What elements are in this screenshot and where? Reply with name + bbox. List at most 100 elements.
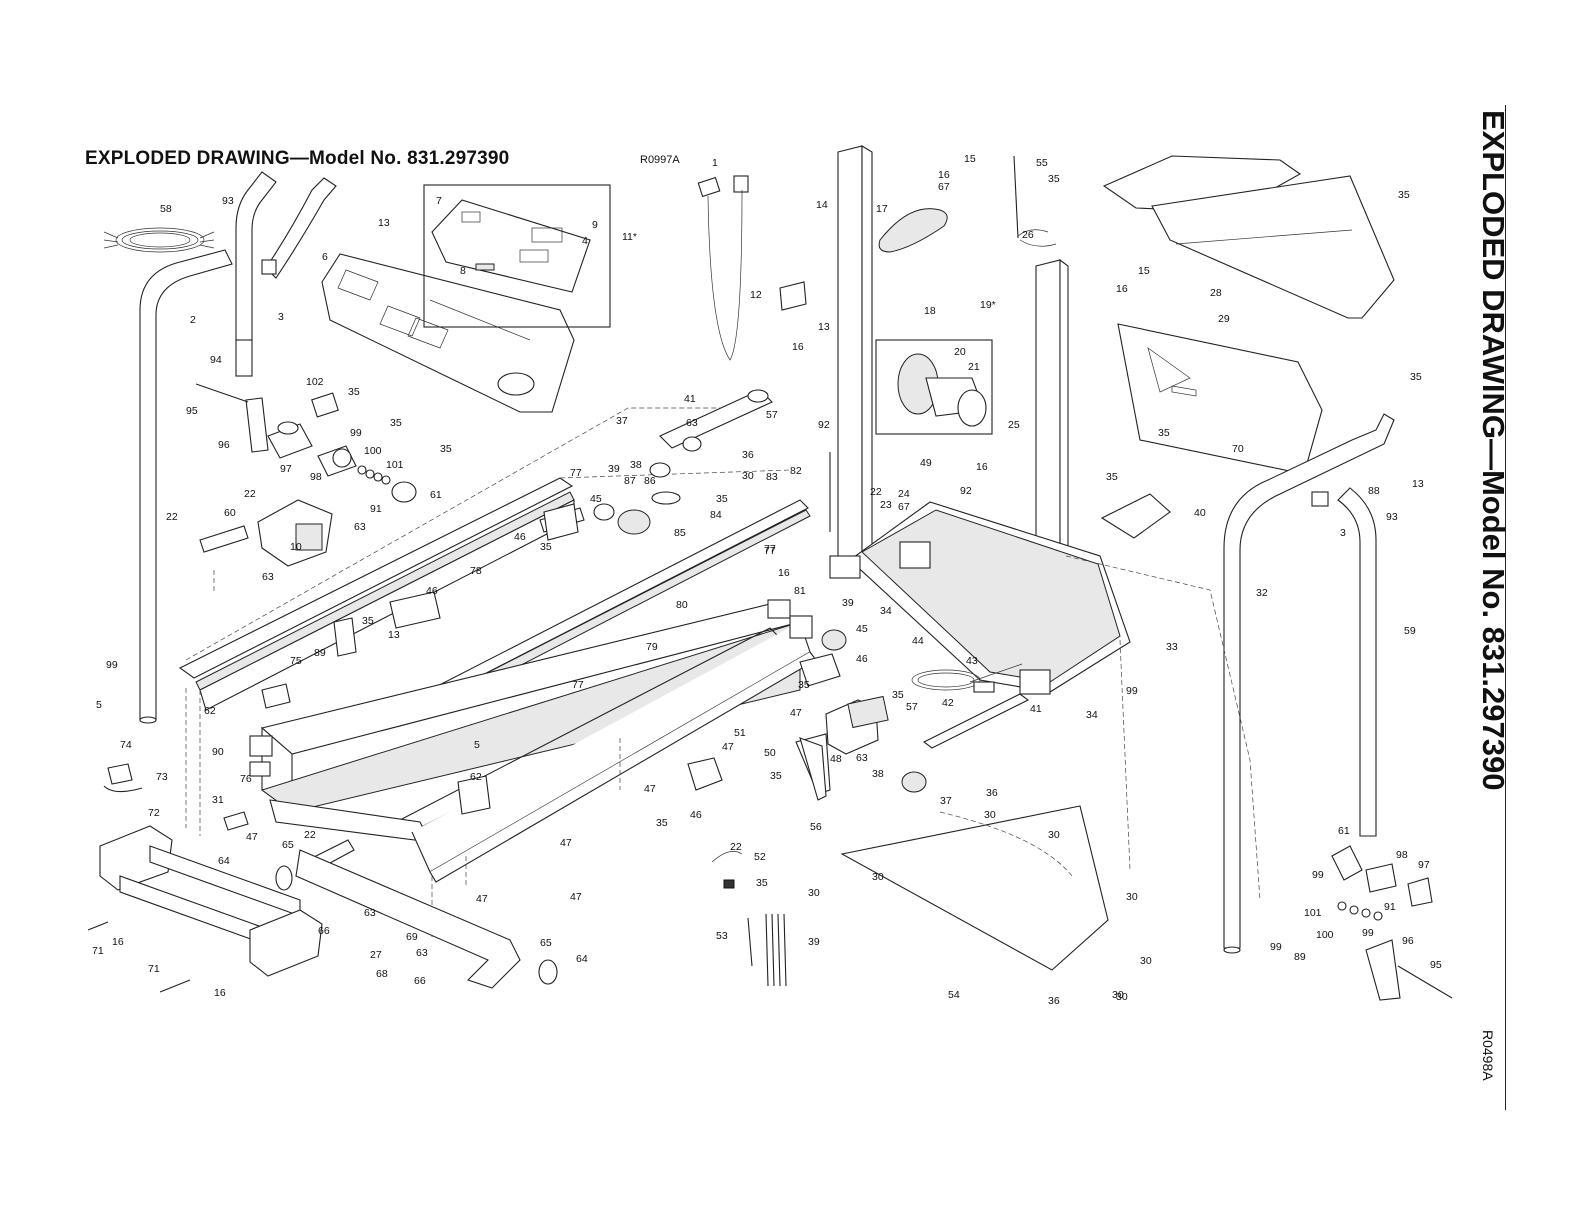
part-callout-c_bottom-23: 47: [476, 893, 488, 905]
part-callout-c_top-37: 25: [1008, 419, 1020, 431]
part-callout-c_center-10: 35: [798, 679, 810, 691]
part-callout-c_bottom-24: 47: [570, 891, 582, 903]
part-callout-c_top-5: 17: [876, 203, 888, 215]
part-callout-c_top-23: 92: [818, 419, 830, 431]
part-callout-c_center-2: 77: [572, 679, 584, 691]
part-callout-c_center-9: 46: [856, 653, 868, 665]
part-callout-c_top-38: 16: [976, 461, 988, 473]
part-callout-c_left-39: 78: [470, 565, 482, 577]
handlebar-93-right: [1311, 487, 1377, 837]
belt-frame-51: [269, 621, 817, 940]
part-callout-c_center-32: 51: [734, 727, 746, 739]
part-callout-c_bottom-2: 90: [212, 746, 224, 758]
tube-cap-98: [317, 445, 357, 477]
part-callout-c_top-25: 57: [766, 409, 778, 421]
part-callout-c_console-3: 4: [582, 235, 588, 247]
part-callout-c_right-5: 91: [1384, 901, 1396, 913]
part-callout-c_top-3: 16: [938, 169, 950, 181]
wire-bundle-58: [103, 227, 215, 253]
part-callout-c_bottom-11: 66: [318, 925, 330, 937]
main-frame: [178, 407, 811, 836]
part-callout-c_left-34: 83: [766, 471, 778, 483]
part-callout-c_center-26: 38: [872, 768, 884, 780]
motor-hood-28: [1102, 155, 1395, 319]
part-callout-c_top-17: 20: [954, 346, 966, 358]
part-callout-c_top-46: 93: [1386, 511, 1398, 523]
part-callout-c_top-11: 15: [1138, 265, 1150, 277]
part-callout-c_center-31: 62: [470, 771, 482, 783]
part-callout-c_right-0: 61: [1338, 825, 1350, 837]
bracket-102: [311, 392, 339, 418]
part-callout-c_center-6: 39: [842, 597, 854, 609]
part-callout-c_left-17: 101: [386, 459, 404, 471]
part-callout-c_center-4: 81: [794, 585, 806, 597]
part-callout-c_bottom-6: 72: [148, 807, 160, 819]
part-callout-c_right-10: 96: [1402, 935, 1414, 947]
part-callout-c_top-48: 59: [1404, 625, 1416, 637]
part-callout-c_left-24: 63: [262, 571, 274, 583]
part-callout-c_top-4: 67: [938, 181, 950, 193]
cable-1: [697, 175, 749, 361]
part-callout-c_top-43: 13: [1412, 478, 1424, 490]
part-callout-c_center-27: 37: [940, 795, 952, 807]
part-callout-c_top-13: 12: [750, 289, 762, 301]
part-callout-c_bottom-0: 74: [120, 739, 132, 751]
part-callout-c_left-22: 60: [224, 507, 236, 519]
part-callout-c_center-22: 47: [722, 741, 734, 753]
part-callout-c_bottom-3: 76: [240, 773, 252, 785]
part-callout-c_bottom-27: 35: [756, 877, 768, 889]
part-callout-c_left-25: 10: [290, 541, 302, 553]
part-callout-c_top-1: 14: [816, 199, 828, 211]
part-callout-c_bottom-32: 30: [1126, 891, 1138, 903]
part-callout-c_bottom-39: 30: [1116, 991, 1128, 1003]
guide-lines-right: [1065, 555, 1261, 901]
part-callout-c_bottom-12: 69: [406, 931, 418, 943]
part-callout-c_left-9: 102: [306, 376, 324, 388]
part-callout-c_left-42: 89: [314, 647, 326, 659]
wire-26: [1017, 229, 1057, 247]
part-callout-c_bottom-26: 52: [754, 851, 766, 863]
part-callout-c_center-20: 48: [830, 753, 842, 765]
part-callout-c_center-16: 34: [1086, 709, 1098, 721]
part-callout-c_top-7: 26: [1022, 229, 1034, 241]
part-callout-c_left-43: 99: [106, 659, 118, 671]
side-drawing-code: R0498A: [1478, 1030, 1498, 1110]
part-callout-c_top-8: 35: [1048, 173, 1060, 185]
part-callout-c_right-8: 99: [1270, 941, 1282, 953]
part-callout-c_top-15: 18: [924, 305, 936, 317]
part-callout-c_left-12: 35: [440, 443, 452, 455]
part-callout-c_bottom-36: 30: [1112, 989, 1124, 1001]
part-callout-c_bottom-15: 65: [540, 937, 552, 949]
part-callout-c_center-25: 63: [856, 752, 868, 764]
part-callout-c_left-41: 13: [388, 629, 400, 641]
part-callout-c_left-18: 91: [370, 503, 382, 515]
part-callout-c_left-16: 100: [364, 445, 382, 457]
part-callout-c_console-1: 8: [460, 265, 466, 277]
key-73: [103, 785, 143, 793]
motor-box-19: [875, 339, 993, 435]
part-callout-c_left-45: 75: [290, 655, 302, 667]
treadmill-exploded-view: 789411*114151667175526352835151612131819…: [87, 145, 1453, 1007]
part-callout-c_bottom-8: 65: [282, 839, 294, 851]
part-callout-c_left-19: 61: [430, 489, 442, 501]
part-callout-c_bottom-33: 30: [808, 887, 820, 899]
part-callout-c_center-7: 34: [880, 605, 892, 617]
part-callout-c_top-31: 82: [790, 465, 802, 477]
part-callout-c_top-0: 1: [712, 157, 718, 169]
part-callout-c_top-33: 24: [898, 488, 910, 500]
part-callout-c_right-9: 89: [1294, 951, 1306, 963]
part-callout-c_left-36: 35: [540, 541, 552, 553]
part-callout-c_center-19: 99: [1126, 685, 1138, 697]
part-callout-c_center-14: 35: [892, 689, 904, 701]
part-callout-c_top-10: 35: [1398, 189, 1410, 201]
part-callout-c_left-28: 39: [608, 463, 620, 475]
part-callout-c_console-4: 11*: [622, 231, 637, 243]
part-callout-c_top-40: 35: [1106, 471, 1118, 483]
part-callout-c_bottom-18: 16: [112, 936, 124, 948]
part-callout-c_left-21: 22: [166, 511, 178, 523]
part-callout-c_left-23: 63: [354, 521, 366, 533]
motor-belt-17: [878, 208, 948, 253]
part-callout-c_left-32: 84: [710, 509, 722, 521]
part-callout-c_left-46: 62: [204, 705, 216, 717]
part-callout-c_bottom-14: 66: [414, 975, 426, 987]
